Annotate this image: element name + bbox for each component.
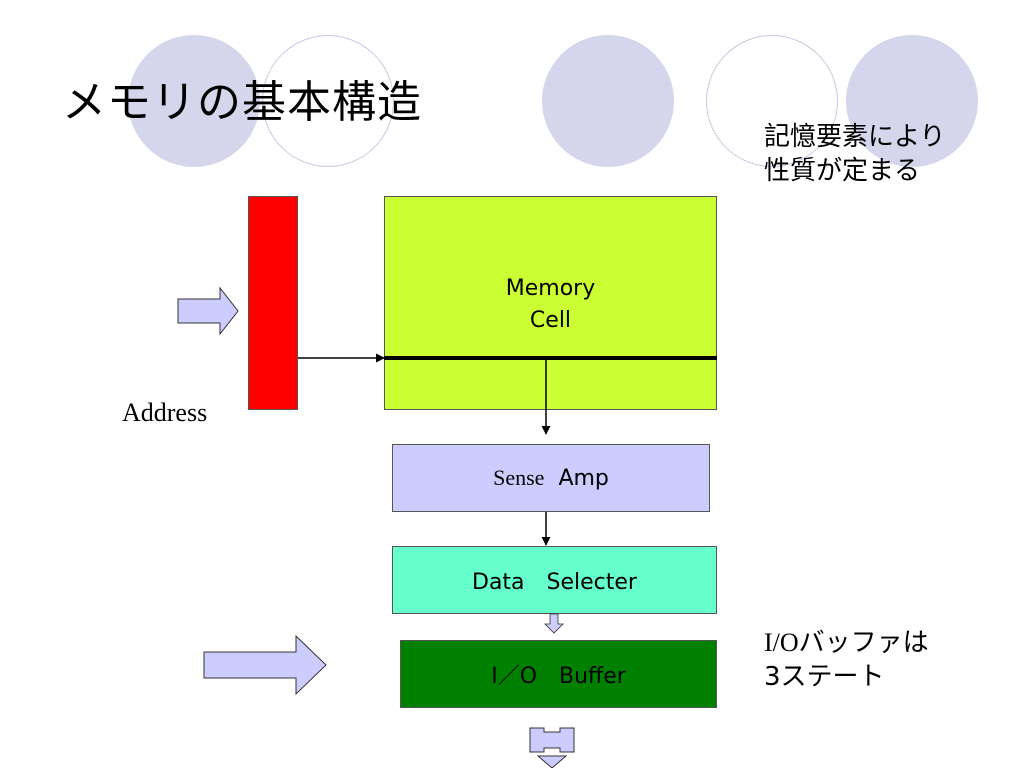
selector-to-buffer-arrow [544,613,564,634]
note-io-suffix: バッファは [798,628,929,658]
address-input-arrow [177,286,239,336]
data-bus-arrow [529,727,575,753]
note-io-buffer: I/Oバッファは 3ステート [764,626,929,694]
io-buffer-block: I／O Buffer [400,640,717,708]
sense-amp-block: Sense Amp [392,444,710,512]
sense-amp-label-2: Amp [558,465,609,491]
note-io-prefix: I/O [764,628,799,657]
control-input-arrow [203,634,327,696]
sense-amp-label-1: Sense [493,465,545,490]
address-decoder [248,196,298,410]
io-buffer-label: I／O Buffer [491,664,626,689]
address-label: Address [122,398,208,427]
decor-circle-3 [846,35,978,167]
note-line-1: 記憶要素により [764,122,946,152]
note-memory-element: 記憶要素により 性質が定まる [764,120,945,188]
decor-ring-2 [706,35,838,167]
note-line-1: I/Oバッファは [764,626,929,660]
note-line-2: 3ステート [764,662,885,692]
data-selector-label: Data Selecter [472,570,637,595]
memory-cell-block: Memory Cell [384,196,717,410]
note-line-2: 性質が定まる [764,156,921,186]
memory-cell-label-2: Cell [529,308,572,333]
decor-circle-1 [128,35,260,167]
data-bus-arrow-bottom [536,755,568,768]
decor-circle-2 [542,35,674,167]
page-title: メモリの基本構造 [62,77,422,128]
decor-ring-1 [262,35,394,167]
data-selector-block: Data Selecter [392,546,717,614]
memory-cell-label-1: Memory [505,276,596,301]
